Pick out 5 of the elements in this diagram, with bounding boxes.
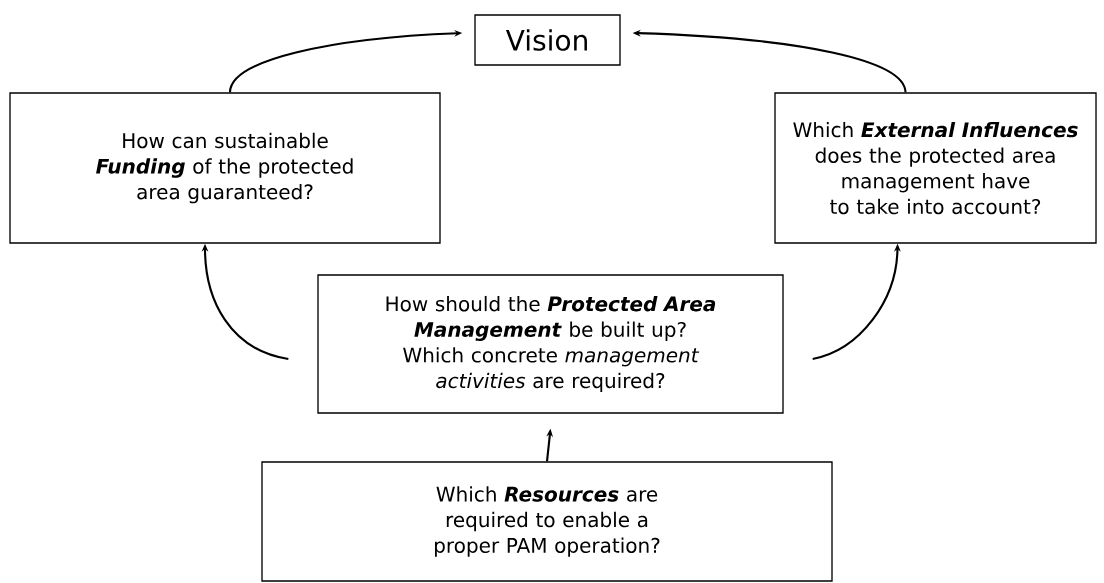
title-box: Vision	[474, 14, 621, 66]
question-box: Which External Influences does the protected area management have to take into account?	[774, 92, 1097, 244]
question-box: How can sustainable Funding of the protected area guaranteed?	[9, 92, 441, 244]
question-box: Which Resources are required to enable a proper PAM operation?	[261, 461, 833, 582]
question-box: How should the Protected Area Management be built up? Which concrete management activities are required?	[317, 274, 784, 414]
